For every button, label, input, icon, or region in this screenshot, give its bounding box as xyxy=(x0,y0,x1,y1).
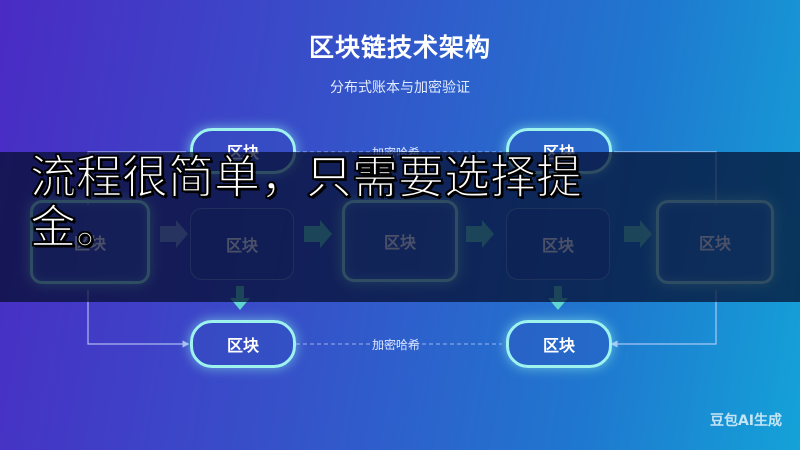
block-label: 区块 xyxy=(542,336,575,355)
diagram-subtitle: 分布式账本与加密验证 xyxy=(330,80,470,96)
caption-line-2: 金。 xyxy=(30,200,123,252)
subtitle-caption: 流程很简单，只需要选择提 金。 xyxy=(30,152,800,252)
block-label: 区块 xyxy=(226,336,259,355)
header: 区块链技术架构 分布式账本与加密验证 xyxy=(0,28,800,97)
diagram-title: 区块链技术架构 xyxy=(308,33,491,62)
loop-right-bottom xyxy=(610,290,717,348)
encrypt-label-bottom: 加密哈希 xyxy=(372,338,421,352)
block-bottom-left: 区块 xyxy=(190,320,296,368)
caption-backdrop xyxy=(0,152,800,302)
block-bottom-right: 区块 xyxy=(506,320,612,368)
ai-watermark: 豆包AI生成 xyxy=(709,413,782,429)
loop-left-bottom xyxy=(87,290,190,348)
caption-line-1: 流程很简单，只需要选择提 xyxy=(30,152,583,204)
